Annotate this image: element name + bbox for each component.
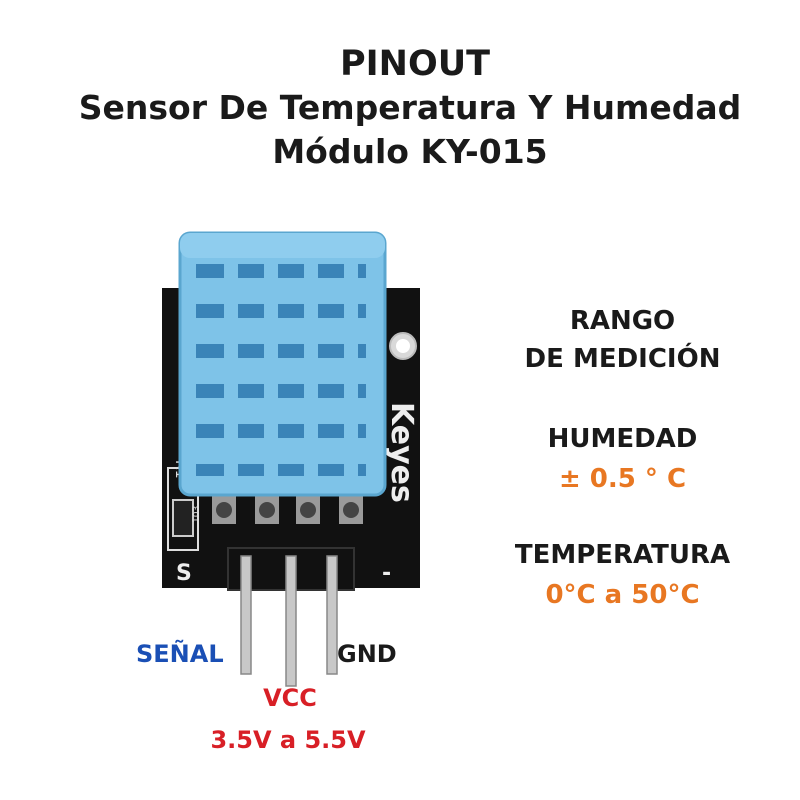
brand-label: Keyes — [384, 402, 419, 503]
humidity-value: ± 0.5 ° C — [558, 464, 687, 494]
resistor-value: 103 — [192, 506, 202, 523]
range-title-line1: RANGO — [569, 306, 676, 336]
mounting-hole-inner — [396, 339, 410, 353]
title-pinout: PINOUT — [339, 44, 490, 84]
temperature-value: 0°C a 50°C — [545, 580, 700, 610]
pin-label-vcc: VCC — [263, 684, 317, 712]
title-block: PINOUT Sensor De Temperatura Y Humedad M… — [0, 42, 800, 174]
sensor-pins — [212, 494, 363, 524]
title-module: Módulo KY-015 — [272, 132, 548, 171]
temperature-label: TEMPERATURA — [514, 540, 731, 570]
sensor-grille — [196, 264, 366, 476]
title-sensor-name: Sensor De Temperatura Y Humedad — [78, 88, 742, 127]
sensor-grille-ribs — [224, 258, 358, 480]
sensor-top-band — [180, 233, 385, 258]
header-pins — [240, 555, 338, 687]
signal-marker: S — [176, 561, 192, 586]
humidity-label: HUMEDAD — [547, 424, 698, 454]
pin-label-gnd: GND — [337, 640, 397, 668]
pin-label-signal: SEÑAL — [136, 640, 224, 668]
pin-label-vcc-range: 3.5V a 5.5V — [210, 726, 366, 754]
resistor-r1 — [172, 499, 194, 537]
minus-marker: - — [382, 561, 391, 586]
range-title-line2: DE MEDICIÓN — [524, 344, 721, 374]
